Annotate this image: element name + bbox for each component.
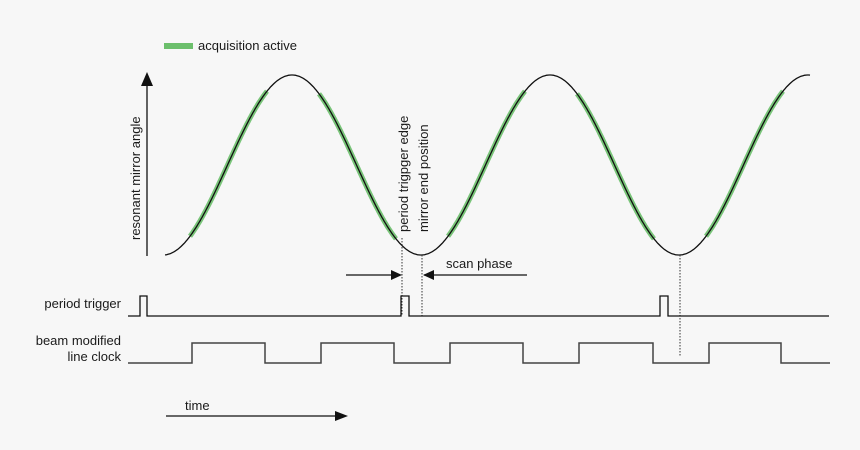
time-axis: time [166,398,348,421]
scan-phase-label: scan phase [446,256,513,271]
scan-phase-indicator: scan phase [346,256,527,280]
legend: acquisition active [164,38,297,53]
line-clock-waveform [128,342,830,364]
y-axis-label: resonant mirror angle [128,116,143,240]
arrow-right-icon [335,411,348,421]
period-trigger-label: period trigger [44,296,121,311]
mirror-end-position-label: mirror end position [416,124,431,232]
mirror-angle-curve [164,74,811,256]
arrow-left-icon [423,270,434,280]
legend-label: acquisition active [198,38,297,53]
line-clock-signal: beam modified line clock [36,333,830,364]
line-clock-label-2: line clock [68,349,122,364]
line-clock-label-1: beam modified [36,333,121,348]
time-label: time [185,398,210,413]
period-trigger-waveform [128,295,829,317]
acquisition-segments [188,89,785,241]
y-axis: resonant mirror angle [128,72,153,256]
marker-lines [401,238,681,357]
arrow-up-icon [141,72,153,86]
arrow-right-icon [391,270,402,280]
period-trigger-signal: period trigger [44,295,829,317]
period-trigger-edge-label: period trigpger edge [396,116,411,232]
